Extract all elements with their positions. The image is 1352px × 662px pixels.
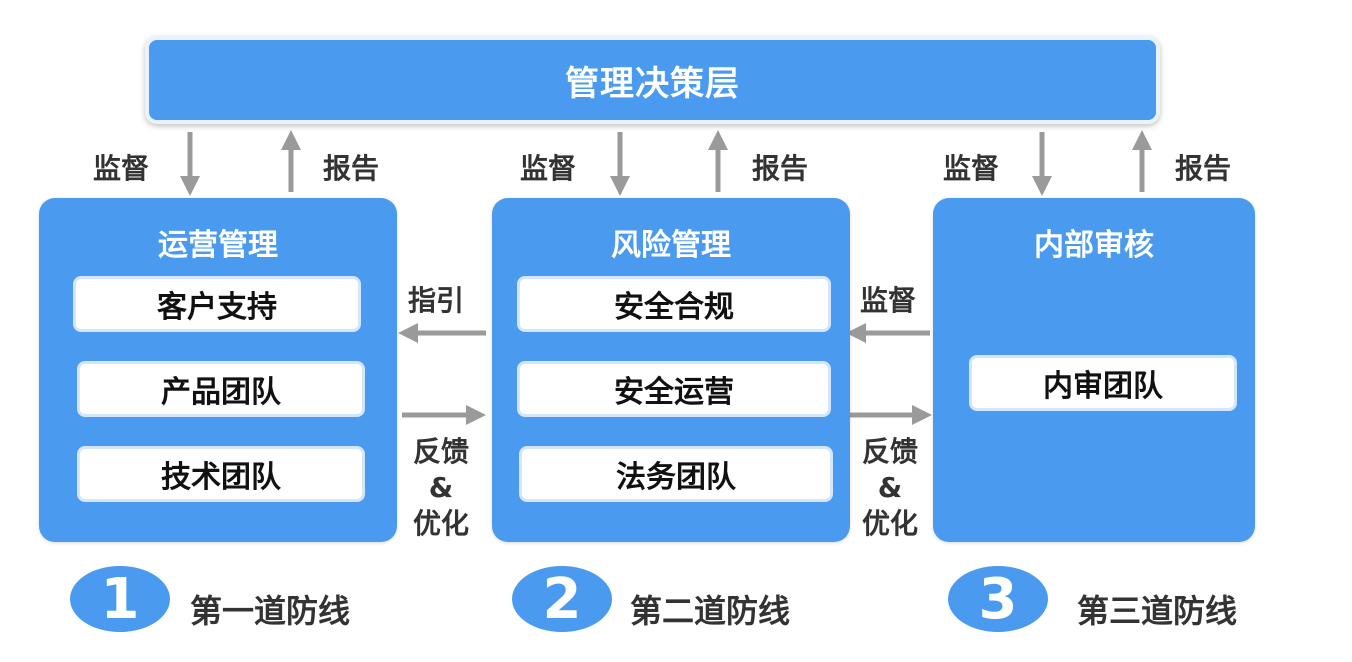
- amp-text: &: [877, 471, 903, 504]
- guide-label: 指引: [408, 284, 465, 317]
- panel-internal-audit: 内部审核 内审团队: [933, 198, 1255, 542]
- item-product-team: 产品团队: [77, 361, 365, 417]
- panel-title: 运营管理: [158, 228, 278, 263]
- item-security-operations: 安全运营: [517, 361, 831, 417]
- item-customer-support: 客户支持: [73, 276, 361, 332]
- supervise-label-1: 监督: [93, 152, 150, 185]
- management-decision-layer: 管理决策层: [145, 36, 1160, 124]
- feedback-text: 反馈: [412, 435, 469, 468]
- report-label-1: 报告: [323, 152, 380, 185]
- report-label-3: 报告: [1175, 152, 1232, 185]
- feedback-text: 反馈: [861, 435, 918, 468]
- item-legal-team: 法务团队: [519, 446, 833, 502]
- panel-title: 风险管理: [611, 228, 731, 263]
- feedback-optimize-label-1: 反馈 & 优化: [401, 434, 481, 542]
- defense-badge-2: 2: [512, 566, 612, 632]
- panel-operations-management: 运营管理 客户支持 产品团队 技术团队: [39, 198, 397, 542]
- item-security-compliance: 安全合规: [517, 276, 831, 332]
- panel-risk-management: 风险管理 安全合规 安全运营 法务团队: [492, 198, 850, 542]
- defense-label-2: 第二道防线: [630, 592, 791, 630]
- supervise-label-2: 监督: [520, 152, 577, 185]
- supervise-horizontal-label: 监督: [860, 284, 917, 317]
- supervise-label-3: 监督: [943, 152, 1000, 185]
- report-label-2: 报告: [752, 152, 809, 185]
- amp-text: &: [428, 471, 454, 504]
- panel-title: 内部审核: [1034, 228, 1154, 263]
- defense-label-3: 第三道防线: [1077, 592, 1238, 630]
- optimize-text: 优化: [412, 507, 469, 540]
- defense-label-1: 第一道防线: [190, 592, 351, 630]
- defense-badge-3: 3: [948, 566, 1048, 632]
- item-internal-audit-team: 内审团队: [969, 355, 1237, 411]
- defense-badge-1: 1: [70, 566, 170, 632]
- feedback-optimize-label-2: 反馈 & 优化: [850, 434, 930, 542]
- optimize-text: 优化: [861, 507, 918, 540]
- item-tech-team: 技术团队: [77, 446, 365, 502]
